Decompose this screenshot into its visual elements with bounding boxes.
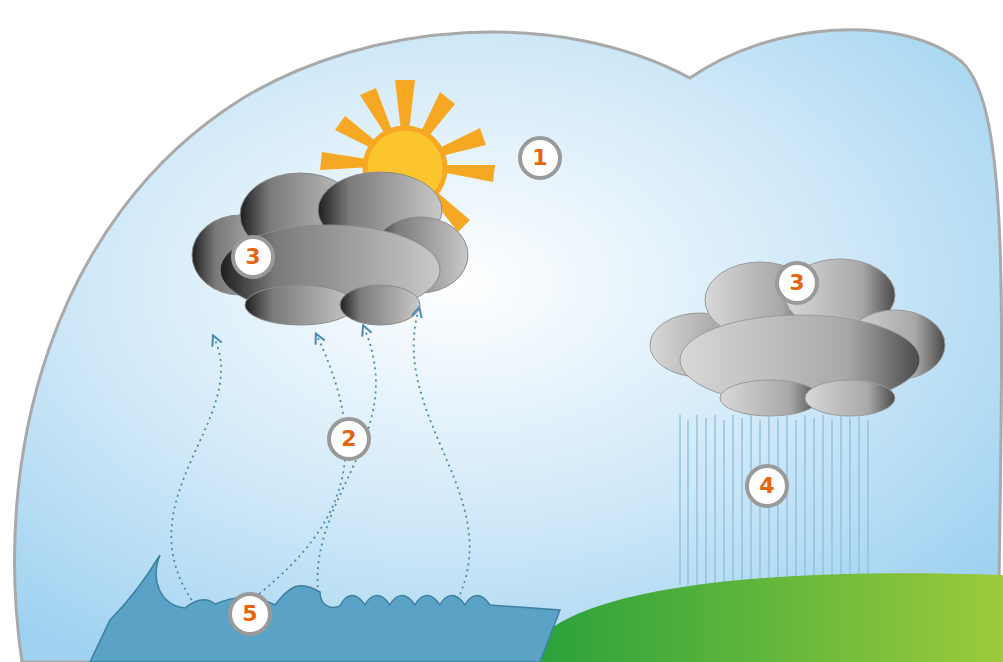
callout-circle: 5 xyxy=(228,592,272,636)
callout-number: 4 xyxy=(759,475,774,497)
callout-number: 3 xyxy=(245,246,260,268)
callout-circle: 2 xyxy=(327,417,371,461)
callout-number: 5 xyxy=(242,603,257,625)
callout-circle: 3 xyxy=(231,235,275,279)
callout-number: 3 xyxy=(789,272,804,294)
callout-number: 2 xyxy=(341,428,356,450)
callout-number: 1 xyxy=(532,147,547,169)
callout-circle: 3 xyxy=(775,261,819,305)
callout-circle: 1 xyxy=(518,136,562,180)
callout-circle: 4 xyxy=(745,464,789,508)
